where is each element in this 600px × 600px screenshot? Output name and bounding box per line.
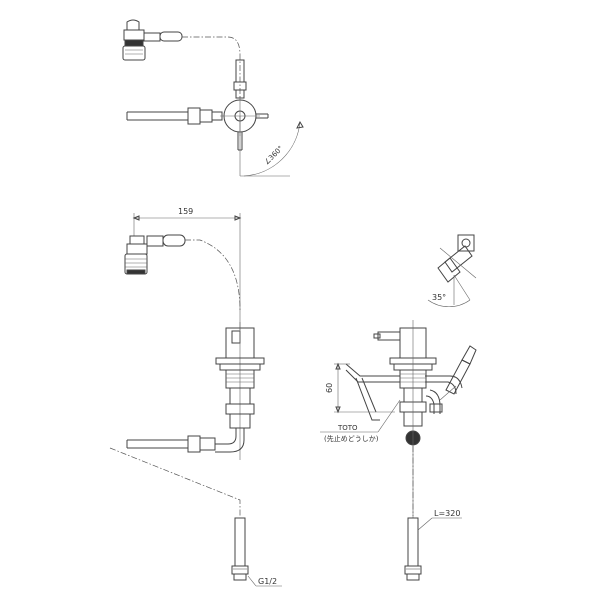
right-elevation-view: 60 <box>320 320 477 581</box>
spout-angle-detail: 35° <box>427 234 477 307</box>
top-rotation-indicator: ∠360° <box>239 116 304 177</box>
maker-sub-label: (先止めどうしか) <box>324 434 379 443</box>
left-elevation-view: 159 <box>109 207 282 587</box>
top-plan-view: ∠360° <box>122 19 304 177</box>
right-bottom-connector: L=320 <box>404 509 462 581</box>
rotate-angle-label: ∠360° <box>263 144 285 166</box>
width-dimension-label: 159 <box>178 207 193 216</box>
top-hose-path <box>182 36 241 100</box>
top-handle-lever <box>143 31 183 42</box>
thread-spec-label: G1/2 <box>258 577 277 586</box>
left-feed-hose <box>126 435 216 453</box>
right-side-lever <box>425 345 477 414</box>
top-central-hub <box>220 96 269 151</box>
left-faucet-body <box>215 322 265 460</box>
height-dimension-label: 60 <box>325 383 334 393</box>
height-dimension: 60 <box>325 362 395 414</box>
spout-angle-label: 35° <box>432 293 446 302</box>
left-hose-route <box>109 447 241 518</box>
maker-name-label: TOTO <box>337 424 358 432</box>
left-bottom-connector: G1/2 <box>231 517 282 587</box>
left-hose-curve <box>185 239 241 311</box>
width-dimension: 159 <box>132 207 242 330</box>
top-nozzle-head <box>122 19 146 61</box>
right-faucet-body <box>373 320 437 518</box>
maker-callout: TOTO (先止めどうしか) <box>320 399 401 443</box>
left-nozzle-head <box>124 234 186 275</box>
length-dimension-label: L=320 <box>434 509 460 518</box>
right-basin-outline <box>345 363 463 421</box>
top-feed-hose <box>126 107 223 125</box>
